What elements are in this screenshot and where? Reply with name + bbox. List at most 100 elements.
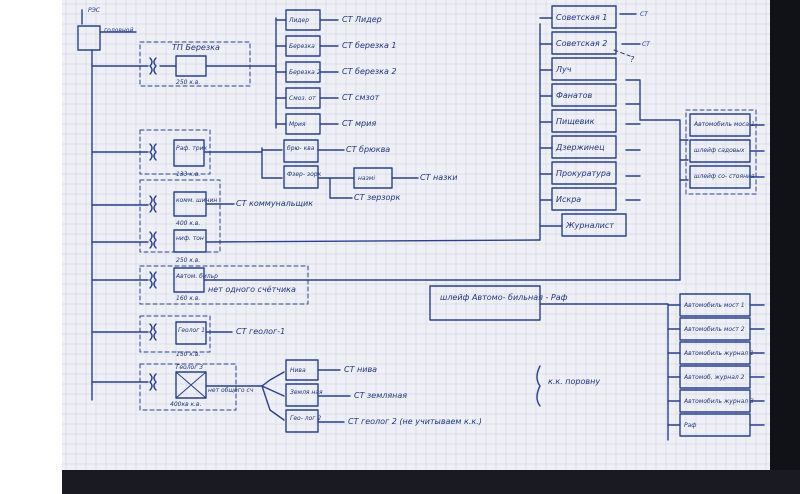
source-label: РЭС	[88, 7, 101, 14]
avto-group: Автом. бильр 160 к.в. нет одного счётчик…	[91, 265, 681, 305]
right-node-box	[551, 109, 617, 133]
right-node-box	[551, 57, 617, 81]
niva-target-2: СТ земляная	[354, 391, 407, 400]
paper-sheet	[62, 0, 800, 494]
right-node-box	[551, 135, 617, 159]
right-node-label: Прокуратура	[556, 169, 611, 178]
right-node-label: Советская 1	[556, 13, 607, 22]
tp-node-target: СТ мрия	[342, 119, 376, 128]
niva-target-3: СТ геолог 2 (не учитываем к.к.)	[348, 417, 482, 426]
niva-target-1: СТ нива	[344, 365, 377, 374]
dark-edge-right	[770, 0, 800, 494]
right-target-2: СТ	[642, 41, 651, 48]
komm-node-label: комм. шинин	[176, 197, 217, 204]
tp-node-target: СТ березка 2	[342, 67, 397, 76]
right-target-1: СТ	[640, 11, 649, 18]
auto-node-label: Автомобиль мост 1	[683, 302, 745, 309]
geolog-target: СТ геолог-1	[236, 327, 285, 336]
right-node-box	[551, 83, 617, 107]
auto-node-label: Автомобиль мост 2	[683, 326, 745, 333]
tp-node-label: Смоз. от	[289, 95, 316, 102]
brace	[536, 365, 541, 407]
head-label: головной	[104, 27, 133, 34]
head-box	[77, 25, 101, 51]
avto-kva: 160 к.в.	[176, 295, 200, 302]
shleif-box-group: шлейф Автомо- бильная - Раф	[429, 285, 669, 441]
shleif-group	[679, 109, 757, 195]
tp-node-label: Березка 2	[289, 69, 321, 76]
bryukva-node-2: Фзер- зорк	[287, 171, 322, 178]
raf-kva: 133 к.в.	[176, 171, 200, 178]
bryukva-target-2: СТ назки	[420, 173, 457, 182]
komm-group: комм. шинин 400 к.в. СТ коммунальщик ниф…	[91, 179, 541, 264]
komm-target: СТ коммунальщик	[236, 199, 313, 208]
tp-node-label: Лидер	[288, 17, 309, 24]
shleif-node-label: шлейф со- стояния	[694, 173, 755, 180]
geolog3-node-label: Геолог 3	[176, 364, 203, 371]
right-stack-group: СТ СТ ?	[539, 11, 681, 281]
question-mark: ?	[630, 55, 635, 64]
niva-node-3: Гео- лог 2	[290, 415, 321, 422]
common-note: нет общего сч	[208, 387, 254, 394]
bryukva-group: брю- ква Фзер- зорк СТ брюква назмі СТ н…	[283, 139, 457, 202]
tp-node-target: СТ смзот	[342, 93, 380, 102]
shleif-stack-nodes: Автомобиль моса 1 шлейф садовых шлейф со- …	[689, 113, 765, 189]
right-node-label: Луч	[555, 65, 572, 74]
nazmi-label: назмі	[358, 175, 375, 182]
shleif-node-label: шлейф садовых	[694, 147, 745, 154]
raf-group: Раф. трик 133 к.в.	[91, 129, 283, 179]
right-node-label: Дзержинец	[555, 143, 605, 152]
geolog-group: Геолог 1 150 к.в. СТ геолог-1	[91, 315, 285, 358]
niva-group: Нива Земля ная Гео- лог 2 СТ нива СТ зем…	[285, 359, 600, 433]
right-node-label: Журналист	[565, 221, 614, 230]
right-node-box	[551, 187, 617, 211]
shleif-node-label: Автомобиль моса 1	[693, 121, 755, 128]
nifu-kva: 250 к.в.	[176, 257, 200, 264]
auto-node-label: Раф	[684, 422, 696, 429]
bryukva-target-1: СТ брюква	[346, 145, 390, 154]
auto-node-label: Автомоб. журнал 2	[683, 374, 745, 381]
geolog-kva: 150 к.в.	[176, 351, 200, 358]
niva-node-1: Нива	[290, 367, 306, 374]
right-node-label: Пищевик	[556, 117, 595, 126]
right-stack-nodes: Советская 1 Советская 2 ЛучФанатовПищевикД…	[539, 5, 627, 237]
avto-note: нет одного счётчика	[208, 285, 296, 294]
right-node-label: Искра	[556, 195, 581, 204]
tp-bereza-kva: 250 к.в.	[176, 79, 200, 86]
right-node-box	[551, 161, 617, 185]
right-node-box	[551, 31, 617, 55]
right-node-label: Фанатов	[556, 91, 592, 100]
geolog-node-label: Геолог 1	[178, 327, 205, 334]
right-node-label: Советская 2	[556, 39, 607, 48]
geolog3-group: Геолог 3 400кв к.в. нет общего сч	[91, 363, 285, 421]
tp-bereza-label: ТП Березка	[172, 43, 220, 52]
nifu-node-label: ниф. тон	[176, 235, 204, 242]
bryukva-node-1: брю- ква	[287, 145, 315, 152]
komm-kva: 400 к.в.	[176, 220, 200, 227]
paper-grid	[62, 0, 770, 470]
niva-node-2: Земля ная	[290, 389, 323, 396]
auto-node-label: Автомобиль журнал 1	[683, 350, 754, 357]
tp-node-target: СТ березка 1	[342, 41, 397, 50]
bryukva-target-3: СТ зерзорк	[354, 193, 400, 202]
transformer-symbol	[149, 57, 157, 75]
auto-node-label: Автомобиль журнал 3	[683, 398, 754, 405]
right-node-box	[561, 213, 627, 237]
geolog3-kva: 400кв к.в.	[170, 401, 202, 408]
shleif-box	[429, 285, 541, 321]
tp-node-target: СТ Лидер	[342, 15, 382, 24]
source-block: РЭС головной	[77, 7, 137, 401]
right-node-box	[551, 5, 617, 29]
shleif-box-label: шлейф Автомо- бильная - Раф	[440, 293, 568, 302]
dark-edge-bottom	[62, 470, 800, 494]
left-margin	[0, 0, 62, 494]
brace-note: к.к. поровну	[548, 377, 600, 386]
tp-bereza-group: ТП Березка 250 к.в.	[91, 17, 277, 129]
tp-node-label: Мрия	[289, 121, 306, 128]
auto-stack-nodes: Автомобиль мост 1 Автомобиль мост 2 Автомо…	[667, 293, 765, 437]
raf-node-label: Раф. трик	[176, 145, 207, 152]
avto-node-label: Автом. бильр	[175, 273, 218, 280]
